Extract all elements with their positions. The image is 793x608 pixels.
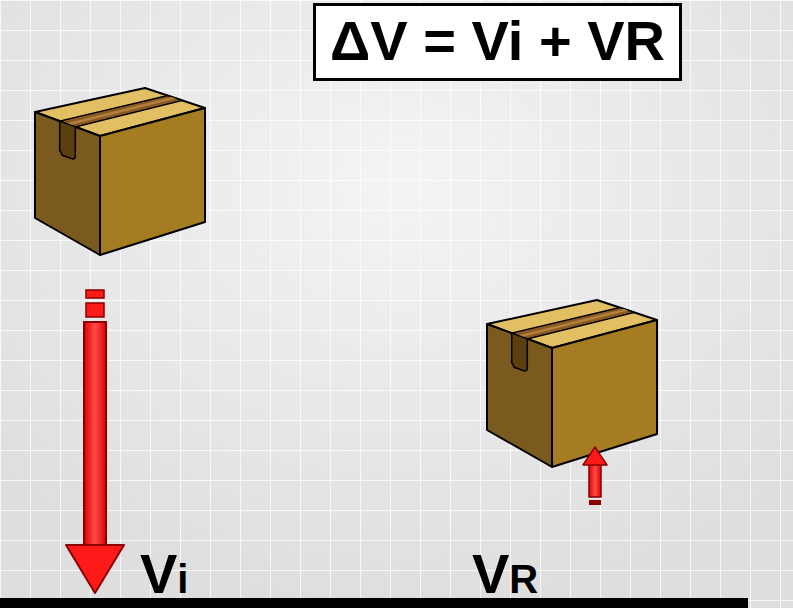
- floor: [0, 598, 748, 608]
- falling-box: [35, 88, 205, 255]
- equation-text: ΔV = Vi + VR: [330, 10, 665, 72]
- velocity-label: VR: [472, 546, 538, 602]
- rebound-velocity-arrow: [583, 447, 607, 505]
- incoming-velocity-arrow: [66, 290, 124, 593]
- rebounding-box: [487, 300, 657, 467]
- equation-box: ΔV = Vi + VR: [313, 3, 682, 81]
- velocity-label: Vi: [140, 546, 188, 602]
